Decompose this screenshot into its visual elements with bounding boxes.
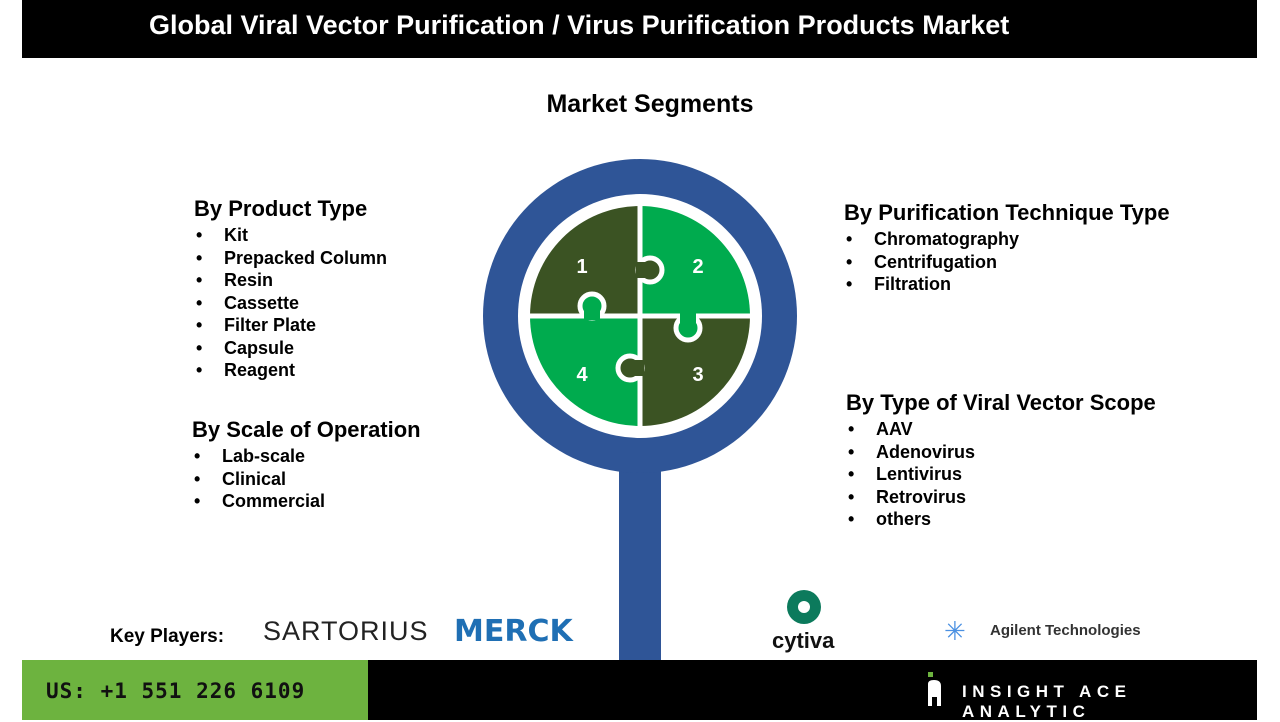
list-item: Resin — [194, 269, 387, 292]
group-title: By Product Type — [194, 196, 368, 221]
logo-agilent: Agilent Technologies — [990, 622, 1141, 639]
header-bar: Global Viral Vector Purification / Virus… — [22, 0, 1257, 58]
group-title: By Purification Technique Type — [844, 200, 1170, 225]
group-product-type: By Product Type KitPrepacked ColumnResin… — [194, 196, 387, 382]
group-scale: By Scale of Operation Lab-scaleClinicalC… — [192, 417, 421, 513]
list-item: Centrifugation — [844, 251, 1170, 274]
list-item: Filter Plate — [194, 314, 387, 337]
list-item: Kit — [194, 224, 387, 247]
agilent-spark-icon: ✳ — [944, 616, 966, 646]
cytiva-symbol-icon — [787, 590, 821, 624]
key-players-label: Key Players: — [110, 626, 225, 647]
puzzle-piece-3 — [640, 316, 750, 426]
group-title: By Scale of Operation — [192, 417, 421, 442]
puzzle-label-1: 1 — [576, 256, 587, 278]
magnifier-handle — [619, 462, 661, 662]
list-item: Retrovirus — [846, 486, 1156, 509]
list-item: Lentivirus — [846, 463, 1156, 486]
list-item: Clinical — [192, 468, 421, 491]
list-item: Adenovirus — [846, 441, 1156, 464]
group-title: By Type of Viral Vector Scope — [846, 390, 1156, 415]
list-item: Reagent — [194, 359, 387, 382]
puzzle-piece-1 — [530, 206, 640, 316]
logo-merck: MERCK — [454, 614, 573, 649]
phone-number: US: +1 551 226 6109 — [46, 679, 306, 703]
brand-name: INSIGHT ACE ANALYTIC — [962, 682, 1132, 721]
list-item: others — [846, 508, 1156, 531]
list-item: Commercial — [192, 490, 421, 513]
group-technique: By Purification Technique Type Chromatog… — [844, 200, 1170, 296]
puzzle-label-2: 2 — [692, 256, 703, 278]
list-item: Lab-scale — [192, 445, 421, 468]
list-item: Prepacked Column — [194, 247, 387, 270]
puzzle-label-4: 4 — [576, 364, 588, 386]
insight-ace-logo-icon — [928, 672, 941, 706]
list-item: Cassette — [194, 292, 387, 315]
list-item: Filtration — [844, 273, 1170, 296]
puzzle-label-3: 3 — [692, 364, 703, 386]
list-item: Chromatography — [844, 228, 1170, 251]
page-title: Global Viral Vector Purification / Virus… — [149, 10, 1010, 40]
puzzle-piece-2 — [640, 206, 750, 316]
puzzle-piece-4 — [530, 316, 640, 426]
footer-phone-bar: US: +1 551 226 6109 — [22, 660, 368, 720]
logo-sartorius: SARTORIUS — [263, 616, 429, 646]
group-vector-scope: By Type of Viral Vector Scope AAVAdenovi… — [846, 390, 1156, 531]
list-item: AAV — [846, 418, 1156, 441]
footer-brand-bar: INSIGHT ACE ANALYTIC — [368, 660, 1257, 721]
logo-cytiva: cytiva — [772, 628, 835, 653]
section-title: Market Segments — [546, 90, 754, 118]
list-item: Capsule — [194, 337, 387, 360]
